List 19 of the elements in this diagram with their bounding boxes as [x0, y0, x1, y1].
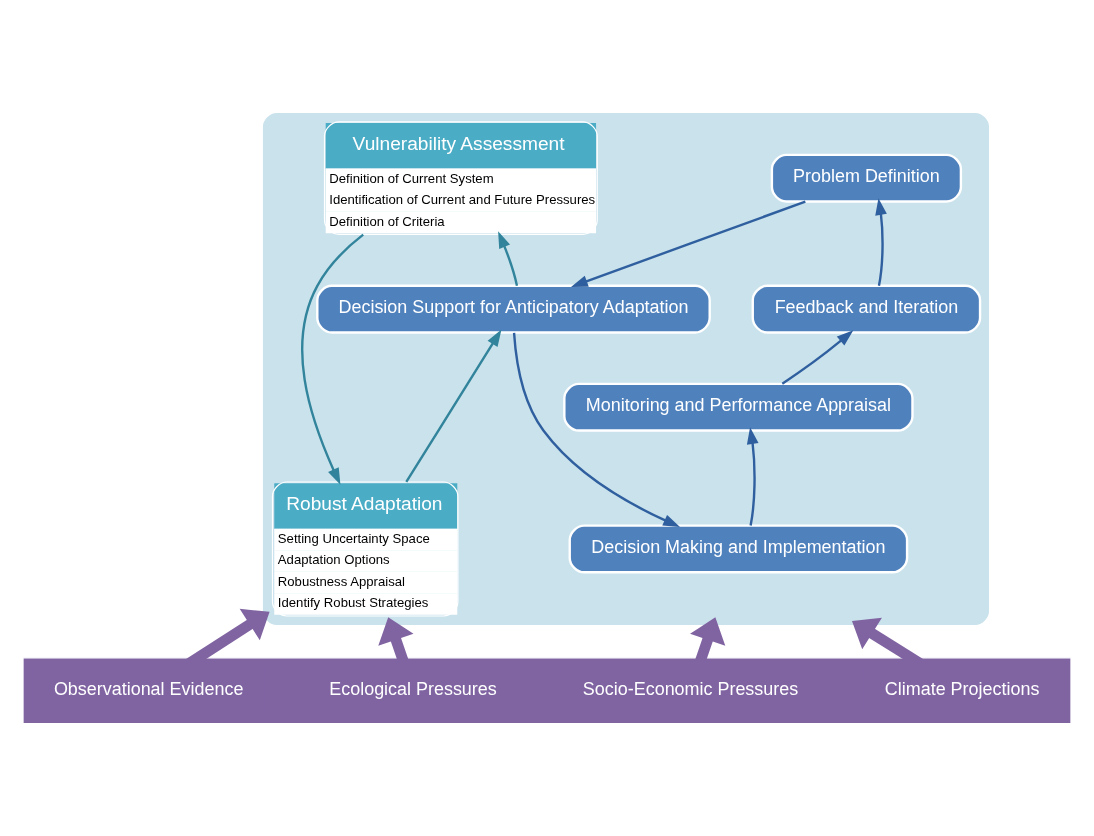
arrow [498, 231, 519, 286]
node-text: Climate Projections [884, 678, 1040, 699]
arrow [746, 427, 759, 526]
node-box: Decision Making and Implementation [568, 524, 909, 574]
arrow [301, 233, 364, 485]
node-text: Socio-Economic Pressures [582, 678, 799, 699]
node-text: Observational Evidence [53, 678, 244, 699]
node-text: Ecological Pressures [329, 678, 497, 699]
node-box: Decision Support for Anticipatory Adaptation [316, 284, 711, 334]
arrow [405, 329, 502, 483]
arrow [875, 198, 887, 286]
arrow [571, 200, 806, 287]
node-box: Feedback and Iteration [751, 284, 982, 334]
arrow [512, 332, 680, 528]
arrow [781, 330, 854, 385]
node-box: Monitoring and Performance Appraisal [563, 382, 914, 432]
node-box: Problem Definition [770, 153, 963, 203]
cluster [261, 111, 991, 627]
cluster [22, 657, 1072, 725]
